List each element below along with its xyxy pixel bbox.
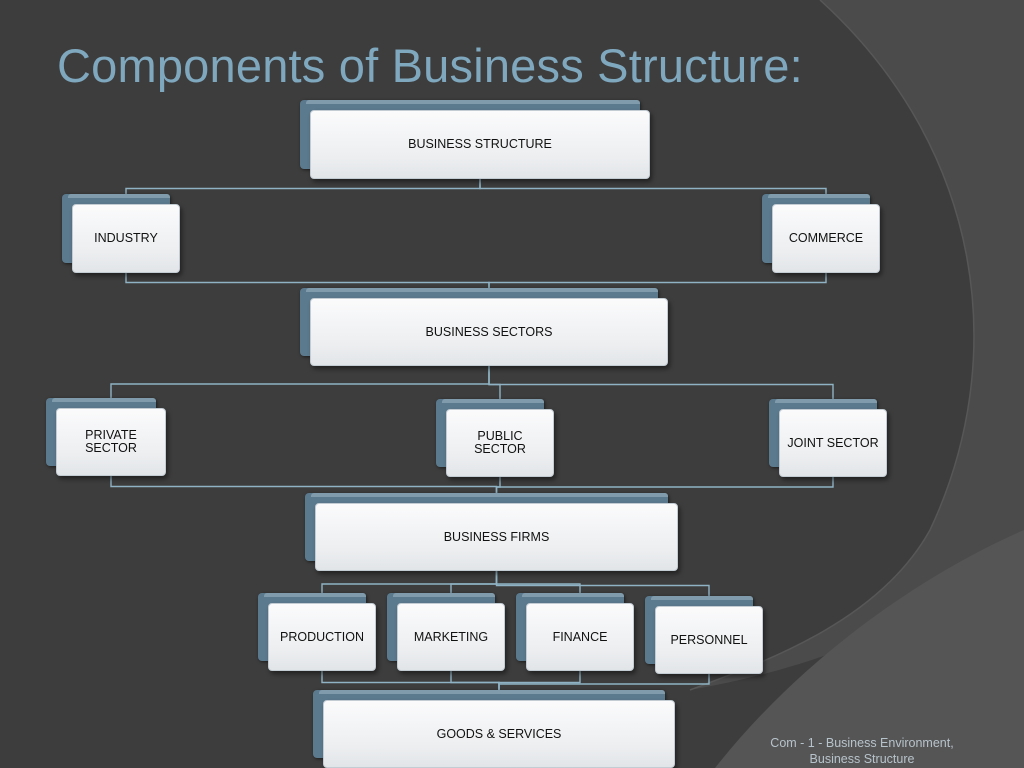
node-industry: INDUSTRY	[62, 194, 180, 273]
node-business-firms: BUSINESS FIRMS	[305, 493, 678, 571]
connector-business-sectors-to-private-sector	[110, 366, 490, 402]
node-personnel: PERSONNEL	[645, 596, 763, 674]
node-private-sector: PRIVATE SECTOR	[46, 398, 166, 476]
background-corner	[715, 530, 1024, 768]
node-business-sectors-label: BUSINESS SECTORS	[310, 298, 668, 366]
node-industry-label: INDUSTRY	[72, 204, 180, 273]
connector-business-sectors-to-joint-sector	[488, 366, 834, 403]
connector-business-structure-to-commerce	[479, 179, 827, 198]
node-production: PRODUCTION	[258, 593, 376, 671]
node-goods-services-label: GOODS & SERVICES	[323, 700, 675, 768]
node-goods-services: GOODS & SERVICES	[313, 690, 675, 768]
slide-title: Components of Business Structure:	[57, 39, 803, 92]
node-commerce: COMMERCE	[762, 194, 880, 273]
node-personnel-label: PERSONNEL	[655, 606, 763, 674]
slide-footer: Com - 1 - Business Environment, Business…	[746, 735, 978, 767]
node-marketing-label: MARKETING	[397, 603, 505, 671]
node-joint-sector: JOINT SECTOR	[769, 399, 887, 477]
node-production-label: PRODUCTION	[268, 603, 376, 671]
footer-line-2: Business Structure	[809, 752, 915, 766]
node-commerce-label: COMMERCE	[772, 204, 880, 273]
connector-personnel-to-goods-services	[498, 674, 710, 694]
footer-line-1: Com - 1 - Business Environment,	[770, 736, 954, 750]
node-marketing: MARKETING	[387, 593, 505, 671]
node-business-structure: BUSINESS STRUCTURE	[300, 100, 650, 179]
node-private-sector-label: PRIVATE SECTOR	[56, 408, 166, 476]
node-business-firms-label: BUSINESS FIRMS	[315, 503, 678, 571]
node-finance-label: FINANCE	[526, 603, 634, 671]
background-swoosh	[690, 0, 1024, 690]
node-business-structure-label: BUSINESS STRUCTURE	[310, 110, 650, 179]
connector-commerce-to-business-sectors	[488, 273, 827, 292]
connector-joint-sector-to-business-firms	[495, 477, 834, 497]
node-finance: FINANCE	[516, 593, 634, 671]
node-joint-sector-label: JOINT SECTOR	[779, 409, 887, 477]
node-public-sector-label: PUBLIC SECTOR	[446, 409, 554, 477]
connector-business-firms-to-personnel	[495, 571, 710, 600]
node-public-sector: PUBLIC SECTOR	[436, 399, 554, 477]
node-business-sectors: BUSINESS SECTORS	[300, 288, 668, 366]
background-swoosh-outline	[689, 0, 975, 691]
